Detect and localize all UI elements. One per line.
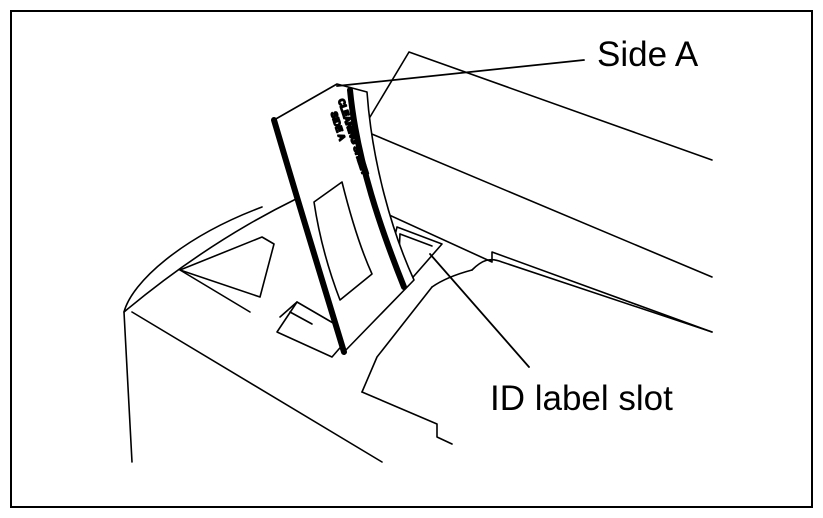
printer-illustration: CLEANING SHEET SIDE A bbox=[123, 51, 713, 463]
side-a-label: Side A bbox=[597, 35, 699, 74]
id-label-slot-label: ID label slot bbox=[490, 379, 673, 418]
diagram-frame: CLEANING SHEET SIDE A Side A ID label sl… bbox=[10, 10, 813, 508]
side-a-leader bbox=[336, 59, 585, 87]
leader-lines bbox=[336, 59, 585, 368]
cleaning-sheet: CLEANING SHEET SIDE A bbox=[271, 83, 415, 355]
id-slot-leader bbox=[429, 253, 530, 368]
printer-top-cover bbox=[366, 51, 713, 333]
left-recess bbox=[179, 236, 275, 313]
